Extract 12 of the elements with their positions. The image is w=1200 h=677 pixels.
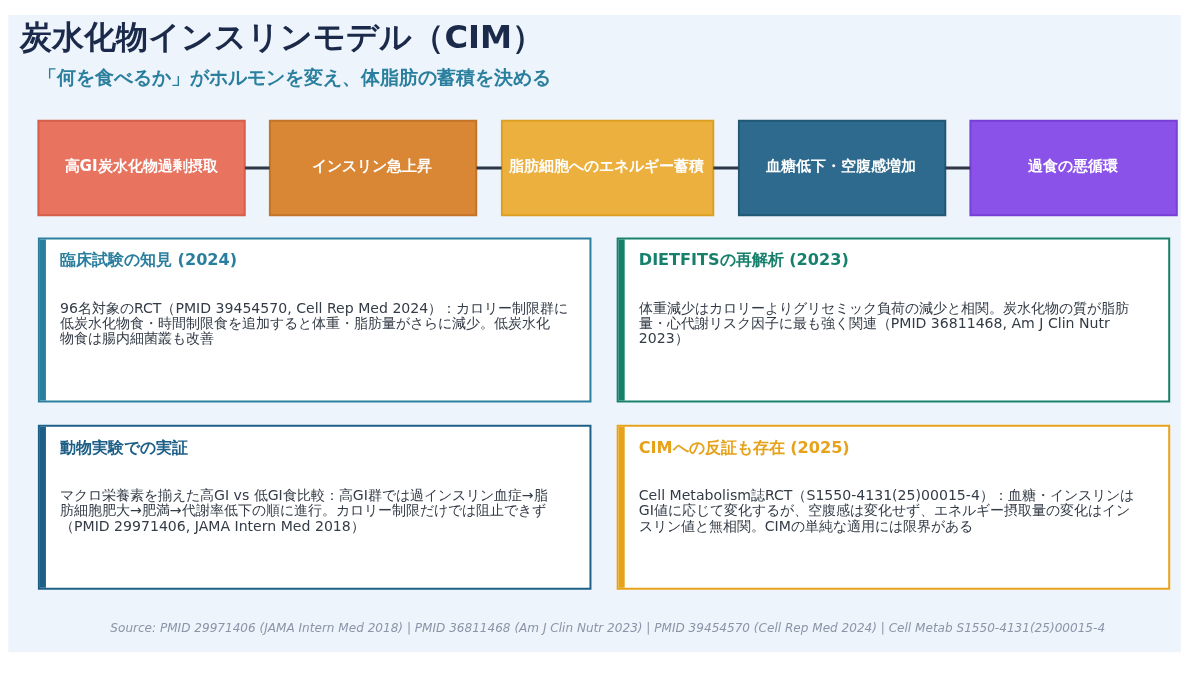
node-box: インスリン急上昇 <box>268 119 478 216</box>
connector <box>476 166 502 169</box>
node-box: 高GI炭水化物過剰摂取 <box>37 119 246 216</box>
connector <box>245 166 270 169</box>
node-box: 過食の悪循環 <box>969 119 1178 216</box>
node-box: 血糖低下・空腹感増加 <box>737 119 947 216</box>
connector <box>945 166 971 169</box>
caption: Source: PMID 29971406 (JAMA Intern Med 2018) | PMID 36811468 (Am J Clin Nutr 2023) | PMID 39454570 (Cell Rep Med 2024) | Cell Metab S1550-4131(25)00015-4 <box>110 620 1106 635</box>
diagram-title: 炭水化物インスリンモデル（CIM） <box>20 17 545 56</box>
label: 「何を食べるか」がホルモンを変え、体脂肪の蓄積を決める <box>37 65 551 89</box>
node-box: 脂肪細胞へのエネルギー蓄積 <box>500 119 715 216</box>
connector <box>713 166 739 169</box>
